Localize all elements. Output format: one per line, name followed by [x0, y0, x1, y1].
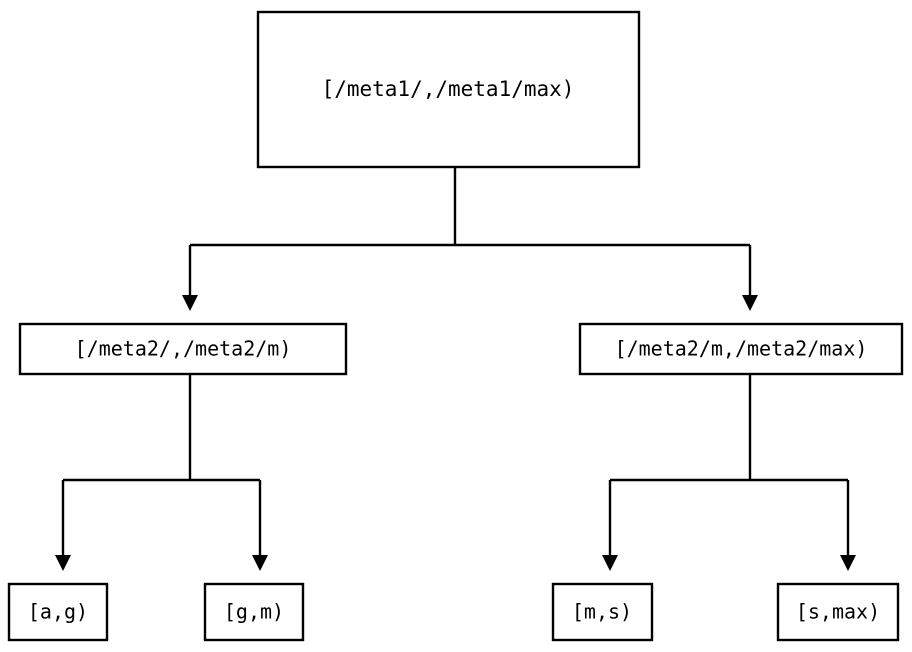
node-root-box[interactable] [256, 10, 641, 169]
edge-group-mid-right [602, 374, 856, 571]
node-leaf-m-s-label: [m,s) [572, 600, 632, 624]
node-root-label: [/meta1/,/meta1/max) [322, 77, 575, 101]
arrowhead-midright-s-max [840, 555, 856, 571]
node-leaf-g-m-label: [g,m) [224, 600, 284, 624]
node-mid-right-label: [/meta2/m,/meta2/max) [615, 337, 868, 361]
edge-group-root [182, 167, 758, 311]
edge-group-mid-left [55, 374, 268, 571]
node-leaf-g-m[interactable]: [g,m) [203, 582, 305, 642]
node-leaf-s-max-box[interactable] [776, 582, 900, 642]
node-mid-left-label: [/meta2/,/meta2/m) [75, 337, 292, 361]
node-mid-left-box[interactable] [18, 322, 348, 376]
node-mid-right[interactable]: [/meta2/m,/meta2/max) [578, 322, 904, 376]
node-leaf-s-max-label: [s,max) [796, 600, 880, 624]
node-root[interactable]: [/meta1/,/meta1/max) [256, 10, 641, 169]
arrowhead-root-mid-right [742, 295, 758, 311]
node-leaf-a-g-box[interactable] [7, 582, 109, 642]
node-mid-right-box[interactable] [578, 322, 904, 376]
node-leaf-m-s[interactable]: [m,s) [551, 582, 654, 642]
arrowhead-midleft-a-g [55, 555, 71, 571]
node-leaf-m-s-box[interactable] [551, 582, 654, 642]
node-leaf-s-max[interactable]: [s,max) [776, 582, 900, 642]
node-leaf-a-g-label: [a,g) [28, 600, 88, 624]
arrowhead-midright-m-s [602, 555, 618, 571]
arrowhead-root-mid-left [182, 295, 198, 311]
node-leaf-a-g[interactable]: [a,g) [7, 582, 109, 642]
arrowhead-midleft-g-m [252, 555, 268, 571]
node-leaf-g-m-box[interactable] [203, 582, 305, 642]
node-mid-left[interactable]: [/meta2/,/meta2/m) [18, 322, 348, 376]
